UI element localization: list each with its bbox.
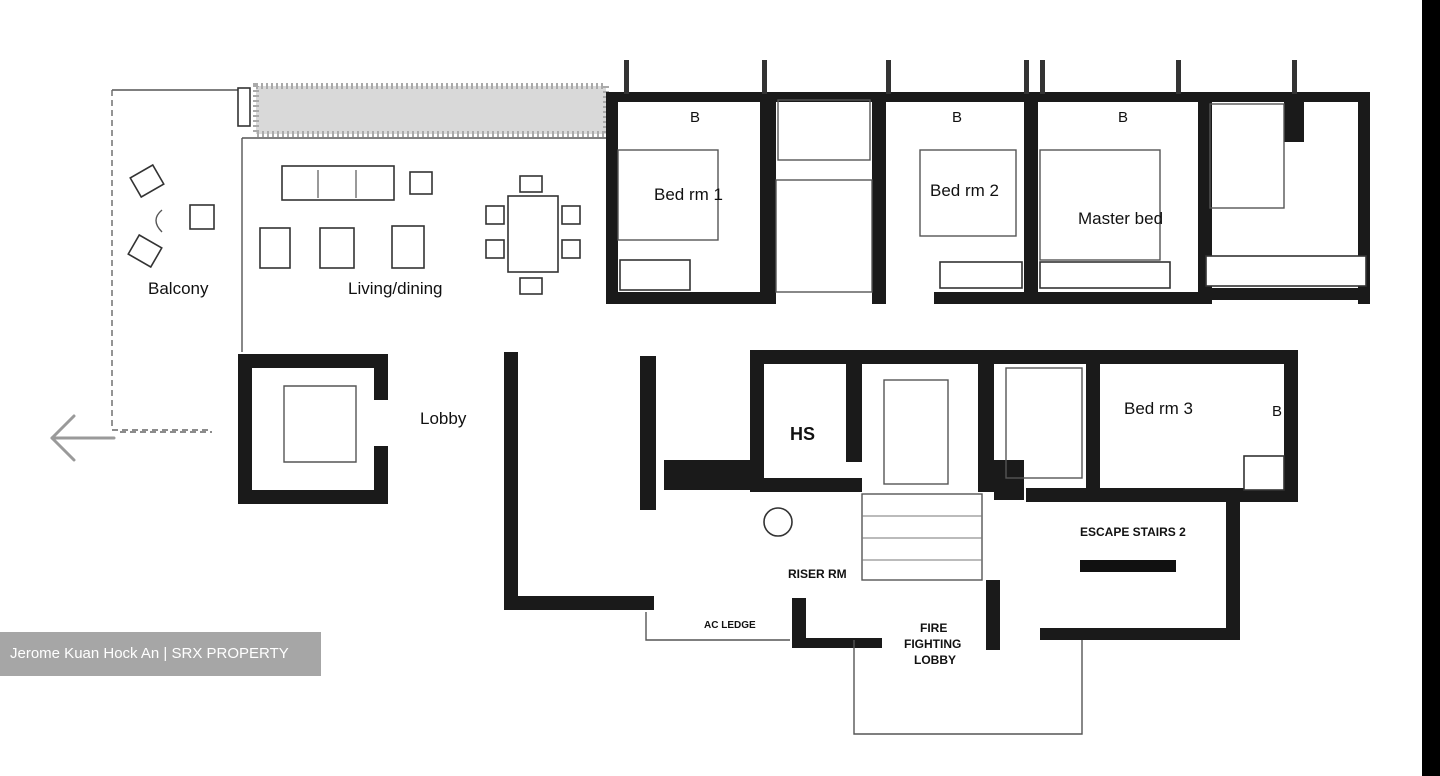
label-ac-ledge: AC LEDGE	[704, 620, 756, 631]
room-labels: Balcony Living/dining Bed rm 1 Bed rm 2 …	[148, 109, 1282, 667]
label-living-dining: Living/dining	[348, 279, 443, 298]
balcony-area	[111, 87, 251, 431]
living-dining-room	[241, 137, 606, 352]
label-balcony: Balcony	[148, 279, 209, 298]
label-lobby: Lobby	[420, 409, 467, 428]
label-b-bed3: B	[1272, 403, 1282, 420]
label-fire-fighting-1: FIRE	[920, 621, 947, 635]
label-b-bed1: B	[690, 109, 700, 126]
label-b-bed2: B	[952, 109, 962, 126]
arrow-left-icon	[50, 414, 116, 462]
label-escape-stairs: ESCAPE STAIRS 2	[1080, 525, 1186, 539]
label-riser-rm: RISER RM	[788, 567, 847, 581]
label-bed-rm-2: Bed rm 2	[930, 181, 999, 200]
label-b-master: B	[1118, 109, 1128, 126]
label-master-bed: Master bed	[1078, 209, 1163, 228]
label-fire-fighting-2: FIGHTING	[904, 637, 961, 651]
lower-block-walls	[504, 350, 1298, 735]
prev-image-button[interactable]	[46, 408, 118, 468]
upper-room-walls	[606, 60, 1370, 304]
planter-strip	[256, 86, 606, 134]
lift-core	[238, 354, 388, 504]
label-bed-rm-1: Bed rm 1	[654, 185, 723, 204]
label-hs: HS	[790, 424, 815, 444]
viewer-edge-bar	[1422, 0, 1440, 776]
label-fire-fighting-3: LOBBY	[914, 653, 956, 667]
label-bed-rm-3: Bed rm 3	[1124, 399, 1193, 418]
photo-credit: Jerome Kuan Hock An | SRX PROPERTY	[0, 632, 321, 676]
